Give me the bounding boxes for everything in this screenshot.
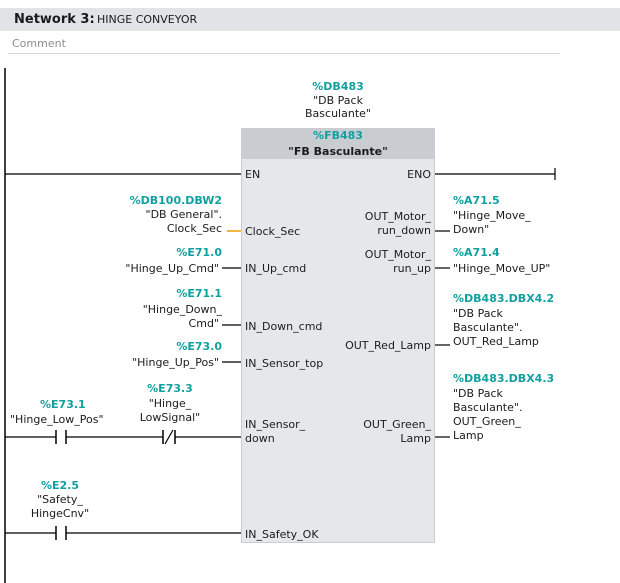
operand-low-pos-address[interactable]: %E73.1 [40, 398, 86, 411]
operand-low-signal-line1[interactable]: "Hinge_ [148, 397, 192, 410]
operand-green-lamp-line3[interactable]: OUT_Green_ [453, 415, 521, 428]
operand-low-signal-address[interactable]: %E73.3 [147, 382, 193, 395]
pin-eno: ENO [407, 168, 431, 181]
pin-out-motor-run-up-line1: OUT_Motor_ [364, 248, 431, 261]
pin-in-sensor-down-line1: IN_Sensor_ [245, 418, 306, 431]
operand-up-cmd-address[interactable]: %E71.0 [176, 246, 222, 259]
operand-green-lamp-address[interactable]: %DB483.DBX4.3 [453, 372, 555, 385]
operand-move-down-line2[interactable]: Down" [453, 223, 490, 236]
operand-move-down-address[interactable]: %A71.5 [453, 194, 500, 207]
operand-safety-line2[interactable]: HingeCnv" [30, 507, 90, 520]
operand-move-down-line1[interactable]: "Hinge_Move_ [453, 209, 531, 222]
operand-down-cmd-address[interactable]: %E71.1 [176, 287, 222, 300]
operand-clock-address[interactable]: %DB100.DBW2 [129, 194, 222, 207]
instance-db-address[interactable]: %DB483 [312, 80, 364, 93]
operand-down-cmd-line1[interactable]: "Hinge_Down_ [142, 303, 222, 316]
operand-green-lamp-line4[interactable]: Lamp [453, 429, 484, 442]
block-name: "FB Basculante" [288, 145, 388, 158]
pin-out-motor-run-down-line1: OUT_Motor_ [364, 210, 431, 223]
operand-clock-line1[interactable]: "DB General". [145, 208, 222, 221]
pin-clock-sec: Clock_Sec [245, 225, 301, 238]
operand-green-lamp-line2[interactable]: Basculante". [453, 401, 523, 414]
pin-out-green-lamp-line2: Lamp [400, 432, 431, 445]
instance-db-name-line1[interactable]: "DB Pack [313, 94, 363, 107]
operand-low-pos-line1[interactable]: "Hinge_Low_Pos" [10, 413, 104, 426]
operand-up-pos-line1[interactable]: "Hinge_Up_Pos" [132, 356, 219, 369]
pin-out-motor-run-down-line2: run_down [377, 224, 431, 237]
pin-in-sensor-top: IN_Sensor_top [245, 357, 324, 370]
operand-clock-line2[interactable]: Clock_Sec [166, 222, 222, 235]
operand-down-cmd-line2[interactable]: Cmd" [188, 317, 219, 330]
pin-out-motor-run-up-line2: run_up [393, 262, 431, 275]
network-header[interactable] [0, 8, 620, 31]
operand-safety-address[interactable]: %E2.5 [40, 479, 80, 492]
operand-red-lamp-address[interactable]: %DB483.DBX4.2 [453, 292, 555, 305]
network-comment-field[interactable]: Comment [8, 34, 560, 54]
pin-out-green-lamp-line1: OUT_Green_ [363, 418, 431, 431]
operand-move-up-line1[interactable]: "Hinge_Move_UP" [453, 262, 551, 275]
network-title[interactable]: HINGE CONVEYOR [97, 13, 198, 26]
operand-safety-line1[interactable]: "Safety_ [37, 493, 83, 506]
operand-red-lamp-line2[interactable]: Basculante". [453, 321, 523, 334]
contact-low-signal-negation [164, 429, 174, 445]
operand-red-lamp-line1[interactable]: "DB Pack [453, 307, 503, 320]
pin-in-safety-ok: IN_Safety_OK [245, 528, 319, 541]
instance-db-name-line2[interactable]: Basculante" [305, 107, 371, 120]
pin-in-down-cmd: IN_Down_cmd [245, 320, 323, 333]
network-label: Network 3: [14, 12, 95, 27]
operand-up-cmd-line1[interactable]: "Hinge_Up_Cmd" [125, 262, 219, 275]
pin-in-sensor-down-line2: down [245, 432, 275, 445]
operand-red-lamp-line3[interactable]: OUT_Red_Lamp [453, 335, 539, 348]
pin-en: EN [245, 168, 261, 181]
function-block[interactable] [241, 128, 435, 543]
block-address: %FB483 [313, 129, 363, 142]
operand-move-up-address[interactable]: %A71.4 [453, 246, 500, 259]
operand-green-lamp-line1[interactable]: "DB Pack [453, 387, 503, 400]
pin-in-up-cmd: IN_Up_cmd [245, 262, 307, 275]
pin-out-red-lamp: OUT_Red_Lamp [345, 339, 431, 352]
operand-up-pos-address[interactable]: %E73.0 [176, 340, 222, 353]
operand-low-signal-line2[interactable]: LowSignal" [139, 411, 201, 424]
function-block-header [242, 129, 434, 159]
